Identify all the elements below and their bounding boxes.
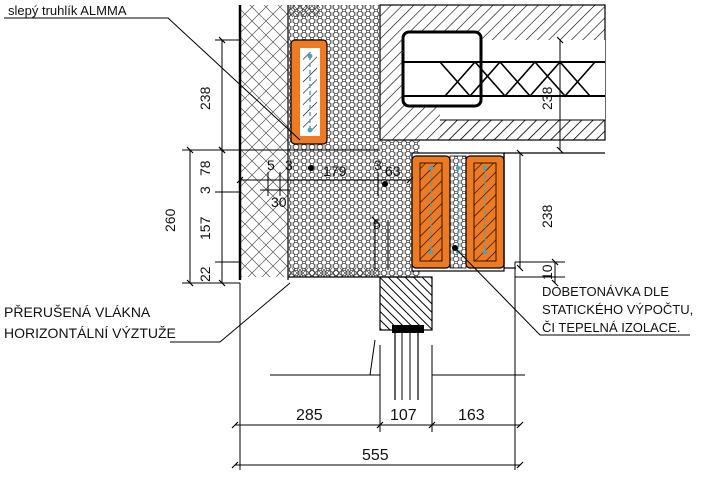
dim-bottom-163: 163 <box>458 407 485 424</box>
dim-top-5: 5 <box>267 157 275 173</box>
dim-right-10: 10 <box>539 264 555 280</box>
dim-mid-5: 5 <box>373 216 381 232</box>
topping-label-line2: STATICKÉHO VÝPOČTU, <box>542 302 694 317</box>
dim-top-3: 3 <box>285 157 293 173</box>
dim-bottom-555: 555 <box>362 447 389 464</box>
almma-label: slepý truhlík ALMMA <box>8 3 127 18</box>
fibers-label-line1: PŘERUŠENÁ VLÁKNA <box>4 304 151 320</box>
dim-left-22: 22 <box>197 266 213 282</box>
dim-left-260: 260 <box>162 208 178 232</box>
dim-right-238-top: 238 <box>539 86 555 110</box>
slab-reinforcement <box>401 30 605 108</box>
fibers-label-line2: HORIZONTÁLNÍ VÝZTUŽE <box>4 325 176 341</box>
lintel-boxes <box>411 152 605 272</box>
dim-right-238: 238 <box>539 204 555 228</box>
topping-label-line3: ČI TEPELNÁ IZOLACE. <box>542 320 681 335</box>
dim-top-63: 63 <box>385 163 401 179</box>
dim-left-157: 157 <box>197 216 213 240</box>
dim-bottom-107: 107 <box>390 407 417 424</box>
leader-lines <box>4 17 690 343</box>
dim-top-3b: 3 <box>374 157 382 173</box>
window-frame <box>270 276 525 400</box>
dim-mid-30: 30 <box>271 194 287 210</box>
dim-left-3: 3 <box>197 186 213 194</box>
bottom-dimension-lines <box>231 262 524 470</box>
dim-top-179: 179 <box>323 163 347 179</box>
dim-bottom-285: 285 <box>296 407 323 424</box>
dimension-lines <box>182 36 565 287</box>
dim-left-238: 238 <box>197 86 213 110</box>
dim-left-78: 78 <box>197 160 213 176</box>
almma-box-upper <box>290 39 328 145</box>
exterior-insulation <box>238 5 289 280</box>
topping-label-line1: DOBETONÁVKA DLE <box>542 284 669 299</box>
